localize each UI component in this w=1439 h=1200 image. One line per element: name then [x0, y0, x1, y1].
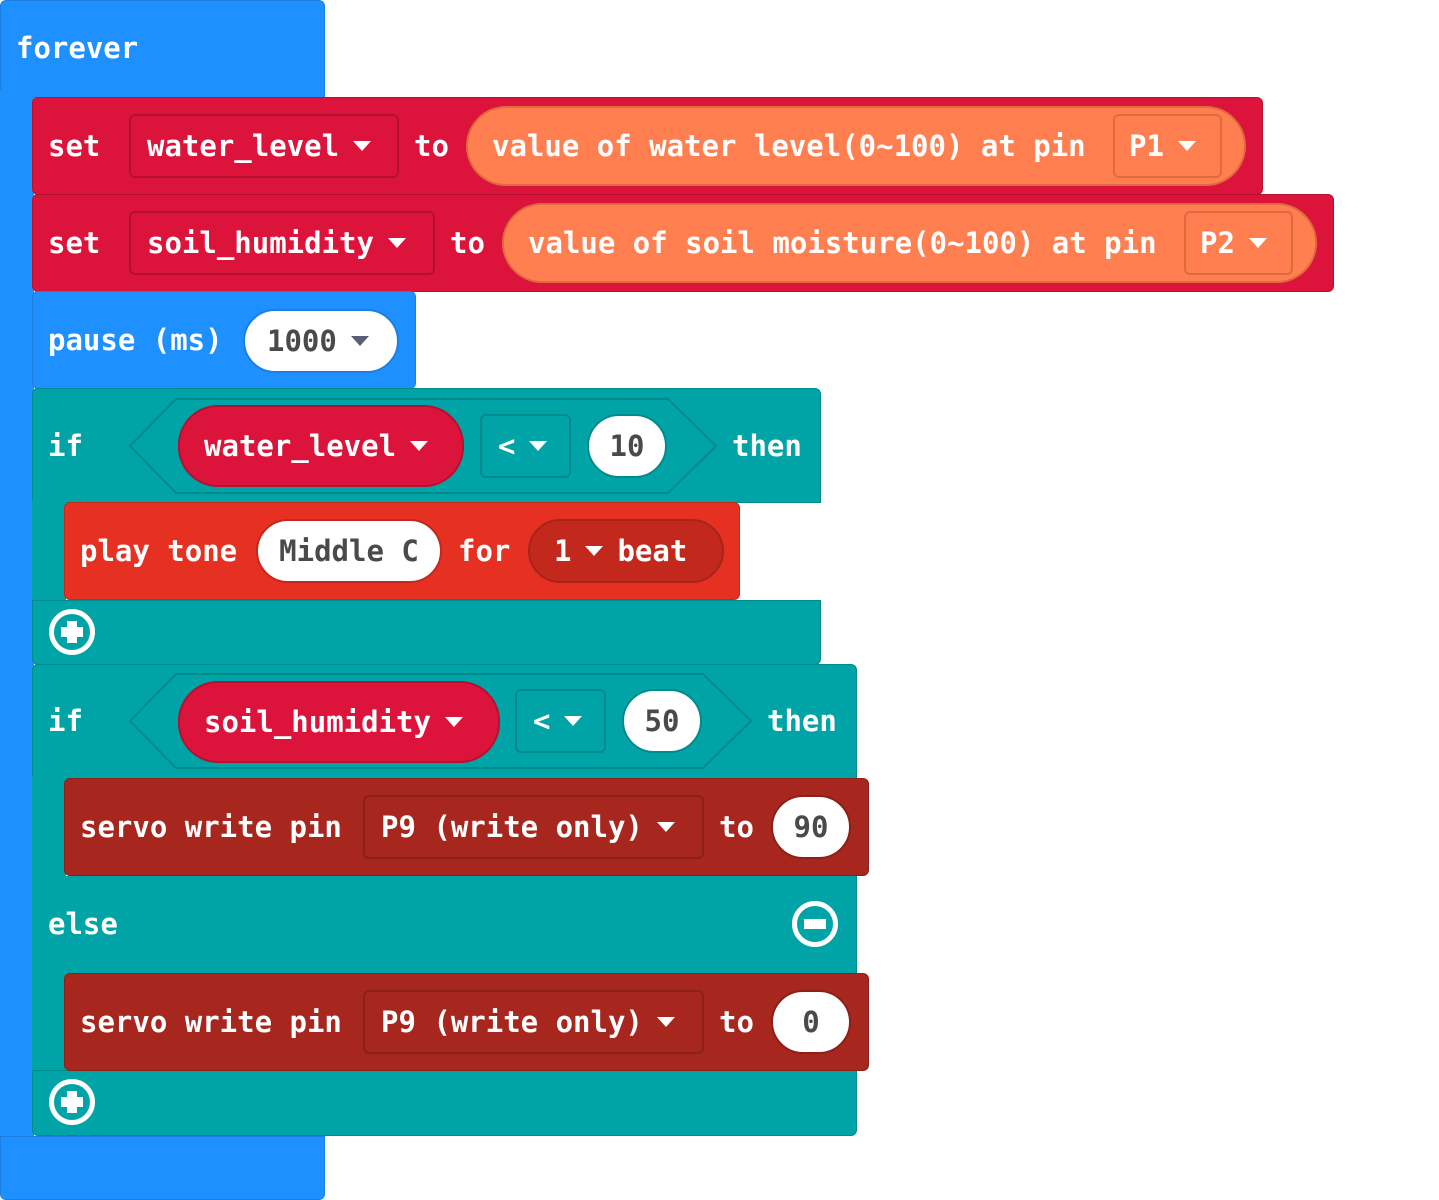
forever-block-body-left: [0, 90, 34, 1140]
servo-write-pin-label: servo write pin: [80, 810, 342, 844]
water-level-variable-reporter[interactable]: water_level: [178, 405, 464, 487]
then-label: then: [767, 704, 837, 738]
chevron-down-icon: [585, 546, 604, 556]
else-label: else: [48, 907, 118, 941]
chevron-down-icon: [350, 336, 369, 346]
for-label: for: [458, 534, 511, 568]
chevron-down-icon: [656, 822, 675, 832]
if-label: if: [48, 704, 83, 738]
servo-angle-input[interactable]: 90: [771, 795, 851, 859]
pause-label: pause (ms): [48, 323, 223, 357]
comparison-operator-dropdown[interactable]: <: [480, 414, 571, 478]
set-label: set: [48, 226, 101, 260]
forever-block[interactable]: [0, 0, 325, 98]
to-label: to: [719, 810, 754, 844]
note-picker-input[interactable]: Middle C: [256, 519, 442, 583]
else-row: [32, 876, 857, 974]
servo-pin-dropdown[interactable]: P9 (write only): [363, 795, 704, 859]
pin-p2-dropdown[interactable]: P2: [1184, 211, 1293, 275]
chevron-down-icon: [444, 717, 463, 727]
forever-label: forever: [16, 31, 139, 65]
servo-write-pin-label: servo write pin: [80, 1005, 342, 1039]
if-soil-humidity-footer: [32, 1070, 857, 1136]
comparison-value-input[interactable]: 10: [587, 414, 667, 478]
chevron-down-icon: [656, 1017, 675, 1027]
soil-moisture-sensor-reporter[interactable]: value of soil moisture(0~100) at pin: [502, 203, 1317, 283]
soil-humidity-variable-dropdown[interactable]: soil_humidity: [129, 211, 435, 275]
forever-block-bottom: [0, 1136, 325, 1200]
to-label: to: [719, 1005, 754, 1039]
to-label: to: [450, 226, 485, 260]
servo-angle-input[interactable]: 0: [771, 990, 851, 1054]
play-tone-label: play tone: [80, 534, 238, 568]
water-level-variable-dropdown[interactable]: water_level: [129, 114, 399, 178]
plus-icon[interactable]: [49, 609, 95, 655]
if-label: if: [48, 429, 83, 463]
chevron-down-icon: [529, 441, 548, 451]
comparison-operator-dropdown[interactable]: <: [515, 689, 606, 753]
then-label: then: [732, 429, 802, 463]
chevron-down-icon: [1177, 141, 1196, 151]
if-water-level-footer: [32, 600, 821, 665]
chevron-down-icon: [387, 238, 406, 248]
pause-duration-dropdown[interactable]: 1000: [243, 309, 399, 373]
chevron-down-icon: [564, 716, 583, 726]
plus-icon[interactable]: [49, 1079, 95, 1125]
chevron-down-icon: [353, 141, 372, 151]
servo-pin-dropdown[interactable]: P9 (write only): [363, 990, 704, 1054]
minus-icon[interactable]: [792, 901, 838, 947]
chevron-down-icon: [410, 441, 429, 451]
pin-p1-dropdown[interactable]: P1: [1113, 114, 1222, 178]
set-label: set: [48, 129, 101, 163]
soil-humidity-variable-reporter[interactable]: soil_humidity: [178, 681, 500, 763]
if-water-level-body-left: [32, 500, 66, 602]
comparison-value-input[interactable]: 50: [622, 689, 702, 753]
to-label: to: [414, 129, 449, 163]
chevron-down-icon: [1248, 238, 1267, 248]
